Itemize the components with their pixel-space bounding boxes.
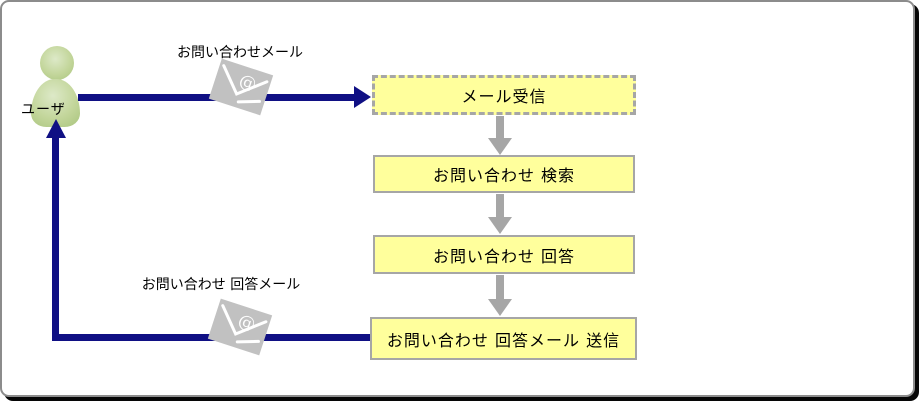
user-label: ユーザ [21, 102, 66, 118]
process-box-inquiry-answer: お問い合わせ 回答 [373, 235, 635, 274]
user-icon [40, 46, 74, 80]
svg-text:@: @ [236, 71, 258, 95]
email-at-icon: @ [207, 298, 273, 356]
flow-arrowhead-2 [488, 217, 512, 234]
flow-arrowhead-3 [488, 299, 512, 316]
email-at-icon: @ [208, 58, 274, 116]
process-box-mail-receive: メール受信 [372, 75, 636, 115]
flow-arrow-2 [496, 194, 504, 217]
reply-mail-label: お問い合わせ 回答メール [141, 277, 301, 293]
reply-mail-arrowhead [46, 119, 66, 138]
inquiry-mail-label: お問い合わせメール [177, 45, 303, 61]
flow-arrow-1 [496, 116, 504, 139]
inquiry-mail-arrowhead [354, 86, 371, 108]
process-box-reply-mail-send: お問い合わせ 回答メール 送信 [370, 317, 637, 360]
svg-text:@: @ [235, 311, 257, 335]
diagram-frame: ユーザ お問い合わせメール @ メール受信 お問い合わせ 検索 お問い合わせ 回… [0, 0, 915, 397]
reply-mail-arrow-riser [52, 136, 59, 341]
flow-arrowhead-1 [488, 138, 512, 155]
process-box-inquiry-search: お問い合わせ 検索 [373, 155, 635, 193]
flow-arrow-3 [496, 275, 504, 300]
